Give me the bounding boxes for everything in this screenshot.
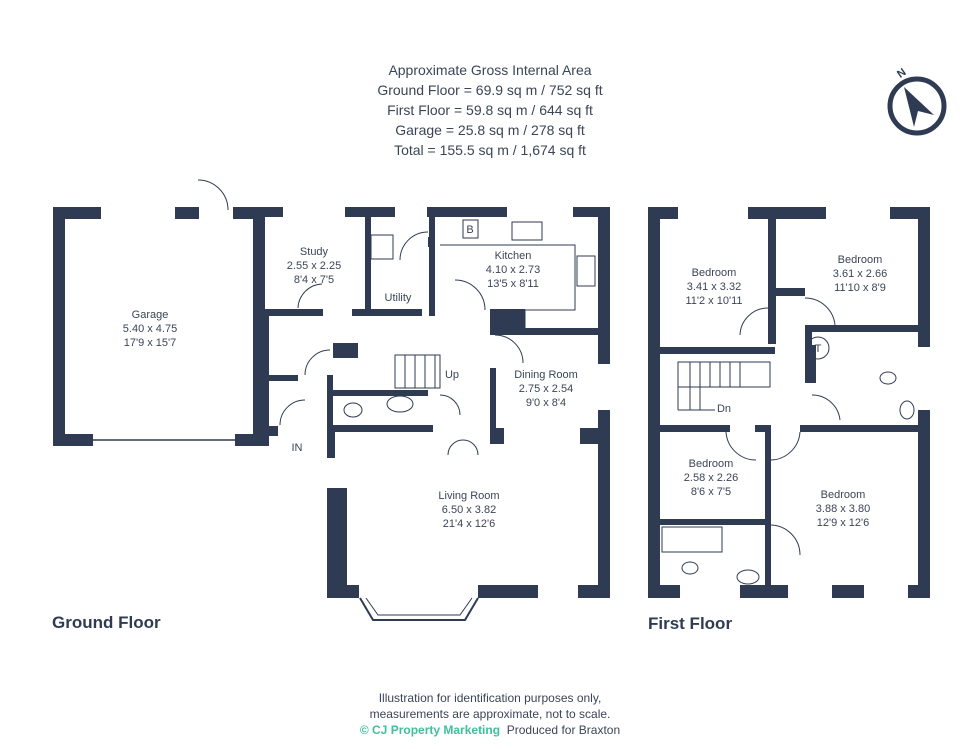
svg-text:6.50 x 3.82: 6.50 x 3.82 — [442, 504, 496, 516]
entrance-label: IN — [292, 442, 303, 454]
svg-text:4.10 x 2.73: 4.10 x 2.73 — [486, 264, 540, 276]
svg-text:Garage: Garage — [132, 309, 169, 321]
area-first-floor: First Floor = 59.8 sq m / 644 sq ft — [387, 102, 593, 118]
area-summary: Approximate Gross Internal Area Ground F… — [330, 60, 650, 160]
ground-floor-title: Ground Floor — [52, 613, 161, 632]
room-bedroom-1: Bedroom 3.41 x 3.32 11'2 x 10'11 — [685, 267, 742, 307]
svg-text:2.58 x 2.26: 2.58 x 2.26 — [684, 472, 738, 484]
area-garage: Garage = 25.8 sq m / 278 sq ft — [395, 122, 585, 138]
svg-text:Living Room: Living Room — [438, 490, 499, 502]
svg-text:Bedroom: Bedroom — [689, 458, 734, 470]
svg-text:Dining Room: Dining Room — [514, 369, 578, 381]
svg-text:Bedroom: Bedroom — [821, 489, 866, 501]
ground-floor-walls — [53, 207, 610, 598]
svg-text:21'4 x 12'6: 21'4 x 12'6 — [443, 518, 496, 530]
tank-label: T — [815, 343, 822, 355]
svg-text:11'2 x 10'11: 11'2 x 10'11 — [685, 295, 742, 307]
produced-for: Produced for Braxton — [506, 723, 621, 737]
room-garage: Garage 5.40 x 4.75 17'9 x 15'7 — [123, 309, 177, 349]
ground-stairs — [394, 354, 441, 389]
area-ground-floor: Ground Floor = 69.9 sq m / 752 sq ft — [377, 82, 603, 98]
room-living: Living Room 6.50 x 3.82 21'4 x 12'6 — [438, 490, 499, 530]
room-study: Study 2.55 x 2.25 8'4 x 7'5 — [287, 246, 341, 286]
room-kitchen: Kitchen 4.10 x 2.73 13'5 x 8'11 — [486, 250, 540, 290]
svg-text:3.61 x 2.66: 3.61 x 2.66 — [833, 268, 887, 280]
svg-text:2.75 x 2.54: 2.75 x 2.54 — [519, 383, 573, 395]
stairs-down-label: Dn — [717, 403, 731, 415]
svg-text:12'9 x 12'6: 12'9 x 12'6 — [817, 517, 870, 529]
svg-text:Study: Study — [300, 246, 329, 258]
first-floor-title: First Floor — [648, 614, 733, 633]
svg-text:13'5 x 8'11: 13'5 x 8'11 — [487, 278, 539, 290]
svg-text:3.88 x 3.80: 3.88 x 3.80 — [816, 503, 870, 515]
svg-text:Kitchen: Kitchen — [495, 250, 532, 262]
room-bedroom-2: Bedroom 3.61 x 2.66 11'10 x 8'9 — [833, 254, 887, 294]
room-bedroom-3: Bedroom 2.58 x 2.26 8'6 x 7'5 — [684, 458, 738, 498]
area-title: Approximate Gross Internal Area — [388, 62, 592, 78]
stairs-up-label: Up — [445, 369, 459, 381]
boiler-label: B — [466, 224, 473, 236]
north-arrow-icon: N — [887, 66, 947, 136]
room-dining: Dining Room 2.75 x 2.54 9'0 x 8'4 — [514, 369, 578, 409]
svg-text:8'4 x 7'5: 8'4 x 7'5 — [294, 274, 334, 286]
disclaimer-line-1: Illustration for identification purposes… — [378, 691, 602, 705]
svg-text:8'6 x 7'5: 8'6 x 7'5 — [691, 486, 731, 498]
svg-text:3.41 x 3.32: 3.41 x 3.32 — [687, 281, 741, 293]
svg-text:5.40 x 4.75: 5.40 x 4.75 — [123, 323, 177, 335]
svg-text:Bedroom: Bedroom — [692, 267, 737, 279]
room-bedroom-4: Bedroom 3.88 x 3.80 12'9 x 12'6 — [816, 489, 870, 529]
svg-text:Bedroom: Bedroom — [838, 254, 883, 266]
disclaimer-line-2: measurements are approximate, not to sca… — [369, 707, 611, 721]
brand-credit: © CJ Property Marketing — [359, 723, 501, 737]
svg-text:11'10 x 8'9: 11'10 x 8'9 — [834, 282, 886, 294]
svg-text:17'9 x 15'7: 17'9 x 15'7 — [124, 337, 177, 349]
area-total: Total = 155.5 sq m / 1,674 sq ft — [394, 142, 586, 158]
footer-disclaimer: Illustration for identification purposes… — [300, 690, 680, 738]
room-utility: Utility — [385, 292, 412, 304]
svg-text:2.55 x 2.25: 2.55 x 2.25 — [287, 260, 341, 272]
first-stairs — [677, 361, 771, 411]
svg-text:9'0 x 8'4: 9'0 x 8'4 — [526, 397, 566, 409]
